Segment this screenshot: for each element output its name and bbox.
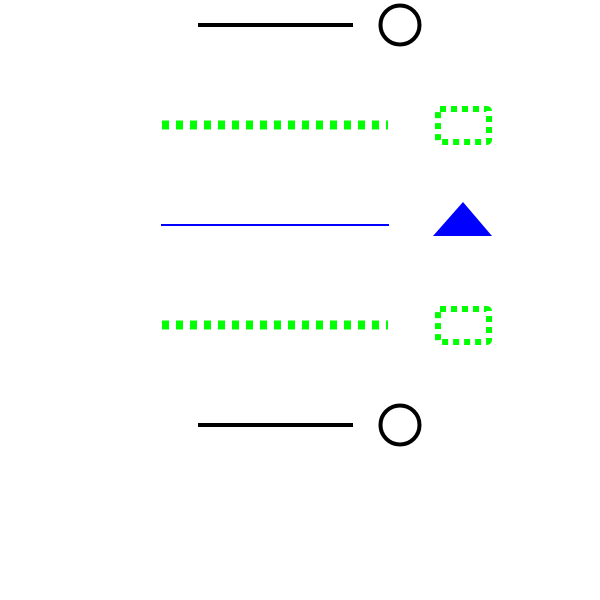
circle-icon — [378, 3, 422, 47]
legend-row — [162, 306, 492, 345]
legend-row — [198, 3, 422, 47]
legend-row — [162, 106, 492, 145]
legend-row — [198, 403, 422, 447]
dashed-square-icon — [435, 106, 492, 145]
triangle-icon — [433, 202, 492, 236]
legend-rows — [161, 3, 492, 447]
circle-icon — [378, 403, 422, 447]
dashed-square-icon — [435, 306, 492, 345]
legend-row — [161, 202, 492, 236]
